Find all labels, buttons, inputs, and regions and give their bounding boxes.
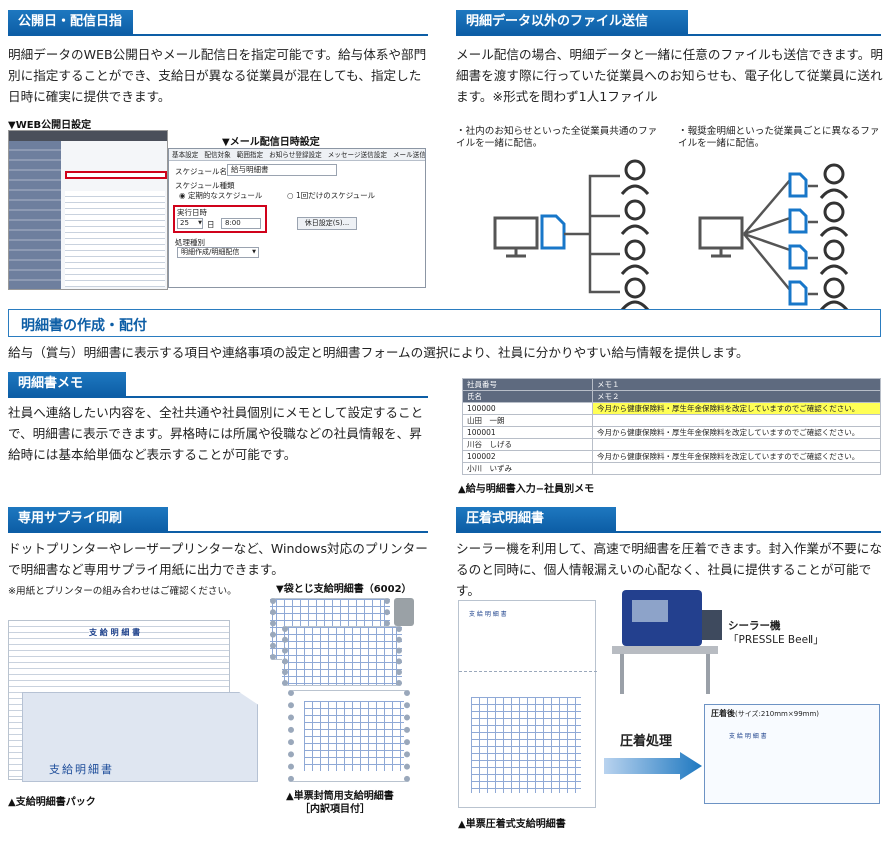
pc-icon (493, 216, 539, 258)
section-header-publish-date: 公開日・配信日指定 (8, 10, 133, 53)
tab-basic[interactable]: 基本設定 (172, 151, 199, 159)
band-description: 給与（賞与）明細書に表示する項目や連絡事項の設定と明細書フォームの選択により、社… (8, 345, 749, 360)
dialog-tabs: 基本設定配信対象範囲指定お知らせ登録設定メッセージ送信設定メール送信設定 (169, 149, 426, 161)
caption-single-form: ▲単票封筒用支給明細書 (286, 791, 394, 802)
header-underline (456, 34, 881, 36)
document-icon (540, 214, 566, 250)
seal-process-label: 圧着処理 (620, 734, 673, 749)
after-seal-title: 支 給 明 細 書 (729, 733, 767, 740)
arrow-right-icon (604, 752, 702, 780)
table-header-name: 氏名 (462, 390, 593, 403)
chevron-down-icon: ▼ (252, 249, 256, 255)
section-header-seal: 圧着式明細書 (456, 507, 616, 531)
section-header-memo: 明細書メモ (8, 372, 126, 396)
sealed-form-sheet: 支 給 明 細 書 (458, 600, 597, 808)
radio-empty-icon: ○ (287, 191, 294, 200)
header-underline (8, 396, 428, 398)
schedule-name-label: スケジュール名 (175, 167, 227, 176)
supply-description: ドットプリンターやレーザープリンターなど、Windows対応のプリンターで明細書… (8, 541, 428, 577)
pack-form-title: 支 給 明 細 書 (89, 627, 141, 638)
file-distribution-diagram (493, 159, 849, 310)
schedule-name-input[interactable]: 給与明細書 (227, 164, 337, 176)
exec-date-highlight (173, 205, 267, 233)
publish-date-description: 明細データのWEB公開日やメール配信日を指定可能です。給与体系や部門別に指定する… (8, 47, 427, 104)
caption-sealed-form: ▲単票圧着式支給明細書 (458, 819, 566, 830)
sealer-machine-image (612, 590, 722, 694)
schedule-once-radio[interactable]: ○ 1回だけのスケジュール (287, 190, 375, 201)
radio-selected-icon: ◉ (179, 191, 186, 200)
machine-label: シーラー機 (728, 620, 781, 632)
envelope-text: 支給明細書 (49, 763, 114, 776)
section-band-statement: 明細書の作成・配付 (8, 309, 881, 337)
schedule-type-label: スケジュール種類 (175, 181, 235, 190)
bag-form-sheet (282, 626, 402, 686)
bill-stack-image (394, 598, 414, 626)
mail-schedule-dialog: 基本設定配信対象範囲指定お知らせ登録設定メッセージ送信設定メール送信設定 スケジ… (168, 148, 426, 288)
exec-time-input[interactable]: 8:00 (221, 218, 261, 229)
exec-day-select[interactable]: 25▼ (177, 218, 203, 229)
table-row[interactable]: 小川 いずみ (462, 462, 881, 475)
header-underline (8, 34, 428, 36)
caption-memo: ▲給与明細書入力−社員別メモ (458, 484, 595, 495)
memo-description: 社員へ連絡したい内容を、全社共通や社員個別にメモとして設定することで、明細書に表… (8, 405, 424, 462)
caption-pack: ▲支給明細書パック (8, 797, 96, 808)
chevron-down-icon: ▼ (198, 220, 202, 226)
connector-lines (564, 174, 620, 294)
connector-lines (743, 179, 791, 291)
section-header-supply: 専用サプライ印刷 (8, 507, 168, 531)
tab-target[interactable]: 配信対象 (204, 151, 231, 159)
envelope: 支給明細書 (22, 692, 258, 782)
supply-note: ※用紙とプリンターの組み合わせはご確認ください。 (8, 586, 237, 597)
sealed-form-title: 支 給 明 細 書 (469, 611, 507, 618)
connector-lines (808, 184, 818, 296)
header-underline (8, 531, 428, 533)
after-seal-label: 圧着後(サイズ:210mm×99mm) (711, 709, 820, 718)
schedule-once-label: 1回だけのスケジュール (295, 191, 376, 200)
machine-model: 「PRESSLE BeeⅡ」 (728, 634, 824, 646)
table-header-code: 社員番号 (462, 378, 593, 391)
exec-date-label: 実行日時 (177, 208, 207, 217)
caption-web-publish: ▼WEB公開日設定 (8, 120, 92, 131)
single-form-sheet (288, 690, 410, 782)
process-type-label: 処理種別 (175, 238, 205, 247)
holiday-settings-button[interactable]: 休日設定(S)... (297, 217, 357, 230)
schedule-regular-label: 定期的なスケジュール (187, 191, 263, 200)
tab-message[interactable]: メッセージ送信設定 (327, 151, 387, 159)
process-type-select[interactable]: 明細作成/明細配信▼ (177, 247, 259, 258)
person-icons (819, 163, 849, 310)
table-header-memo2: メモ２ (592, 390, 881, 403)
tab-mail[interactable]: メール送信設定 (392, 151, 426, 159)
tab-notice[interactable]: お知らせ登録設定 (269, 151, 322, 159)
band-title: 明細書の作成・配付 (21, 318, 147, 334)
seal-description: シーラー機を利用して、高速で明細書を圧着できます。封入作業が不要になるのと同時に… (456, 541, 882, 598)
caption-bag-form: ▼袋とじ支給明細書（6002） (276, 584, 412, 595)
tab-range[interactable]: 範囲指定 (236, 151, 264, 159)
file-send-description: メール配信の場合、明細データと一緒に任意のファイルも送信できます。明細書を渡す際… (456, 47, 883, 104)
caption-single-form-sub: ［内訳項目付］ (300, 804, 370, 815)
section-header-file-send: 明細データ以外のファイル送信 (456, 10, 688, 34)
schedule-regular-radio[interactable]: ◉ 定期的なスケジュール (179, 190, 262, 201)
table-row[interactable]: 川谷 しげる (462, 438, 881, 451)
note-common-file: ・社内のお知らせといった全従業員共通のファイルを一緒に配信。 (456, 126, 658, 149)
table-header-memo1: メモ１ (592, 378, 881, 391)
note-individual-file: ・報奨金明細といった従業員ごとに異なるファイルを一緒に配信。 (678, 126, 880, 149)
pc-icon (698, 216, 744, 258)
after-seal-form: 圧着後(サイズ:210mm×99mm) 支 給 明 細 書 (704, 704, 880, 804)
web-publish-settings-screenshot (8, 130, 168, 290)
caption-mail-schedule: ▼メール配信日時設定 (222, 137, 320, 148)
person-icons (620, 159, 650, 310)
exec-day-unit: 日 (207, 220, 215, 229)
table-row[interactable]: 山田 一朗 (462, 414, 881, 427)
document-icons (788, 172, 808, 306)
header-underline (456, 531, 881, 533)
